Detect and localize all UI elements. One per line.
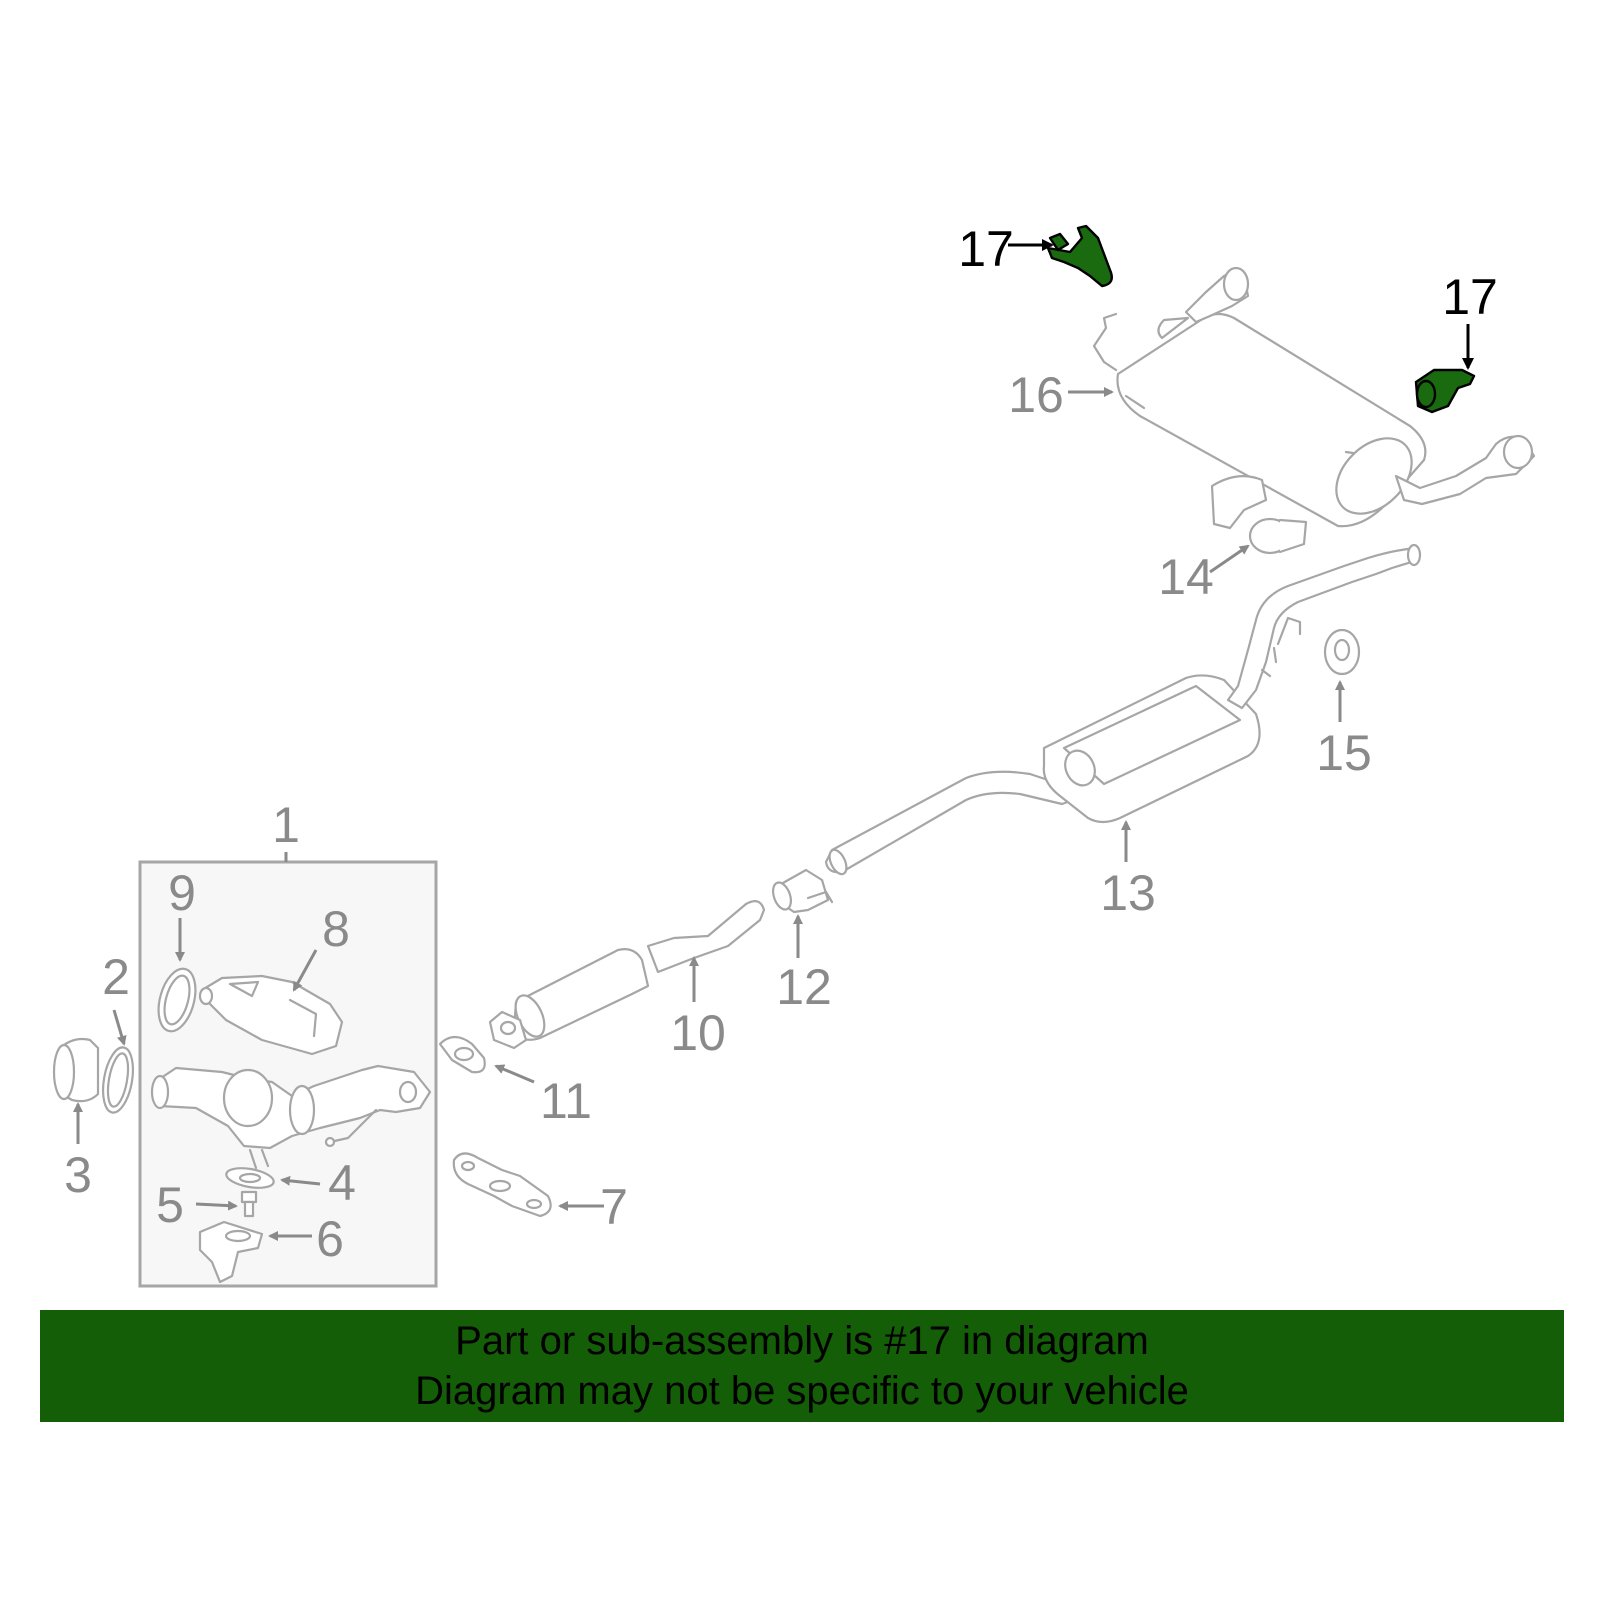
callout-5: 5 <box>156 1177 184 1233</box>
callout-16: 16 <box>1008 367 1064 423</box>
part-13-resonator-pipe[interactable] <box>824 543 1422 877</box>
banner-line-2: Diagram may not be specific to your vehi… <box>415 1369 1189 1413</box>
callout-11: 11 <box>540 1073 592 1129</box>
banner-line-1: Part or sub-assembly is #17 in diagram <box>455 1319 1149 1363</box>
catalytic-converter-manifold[interactable] <box>150 1064 432 1170</box>
part-9-gasket[interactable] <box>152 965 201 1036</box>
part-3-sleeve[interactable] <box>52 1037 100 1103</box>
callout-9: 9 <box>168 865 196 921</box>
callout-12: 12 <box>776 959 832 1015</box>
part-17-hanger-right[interactable] <box>1414 368 1476 414</box>
info-banner: Part or sub-assembly is #17 in diagram D… <box>40 1310 1564 1422</box>
callout-17-right: 17 <box>1442 269 1498 325</box>
callout-15: 15 <box>1316 725 1372 781</box>
part-8-heat-shield[interactable] <box>198 974 344 1056</box>
part-15-insulator[interactable] <box>1323 628 1361 676</box>
callout-3: 3 <box>64 1147 92 1203</box>
callout-10: 10 <box>670 1005 726 1061</box>
callout-17-left: 17 <box>958 221 1014 277</box>
part-10-front-pipe[interactable] <box>488 899 766 1050</box>
callout-1: 1 <box>272 797 300 853</box>
part-6-bracket[interactable] <box>198 1220 264 1284</box>
part-5-bolt[interactable] <box>240 1190 258 1218</box>
callout-14: 14 <box>1158 549 1214 605</box>
part-11-gasket[interactable] <box>438 1035 486 1074</box>
part-17-hanger-left[interactable] <box>1046 224 1113 288</box>
callout-6: 6 <box>316 1211 344 1267</box>
callout-8: 8 <box>322 901 350 957</box>
callout-13: 13 <box>1100 865 1156 921</box>
part-2-gasket[interactable] <box>98 1045 137 1115</box>
part-14-insulator[interactable] <box>1248 517 1308 555</box>
part-4-gasket[interactable] <box>225 1165 275 1191</box>
callout-4: 4 <box>328 1155 356 1211</box>
part-16-muffler[interactable] <box>1092 266 1536 530</box>
callout-7: 7 <box>600 1179 628 1235</box>
part-7-gasket[interactable] <box>452 1152 552 1218</box>
callout-2: 2 <box>102 949 130 1005</box>
part-12-clamp[interactable] <box>770 868 834 914</box>
